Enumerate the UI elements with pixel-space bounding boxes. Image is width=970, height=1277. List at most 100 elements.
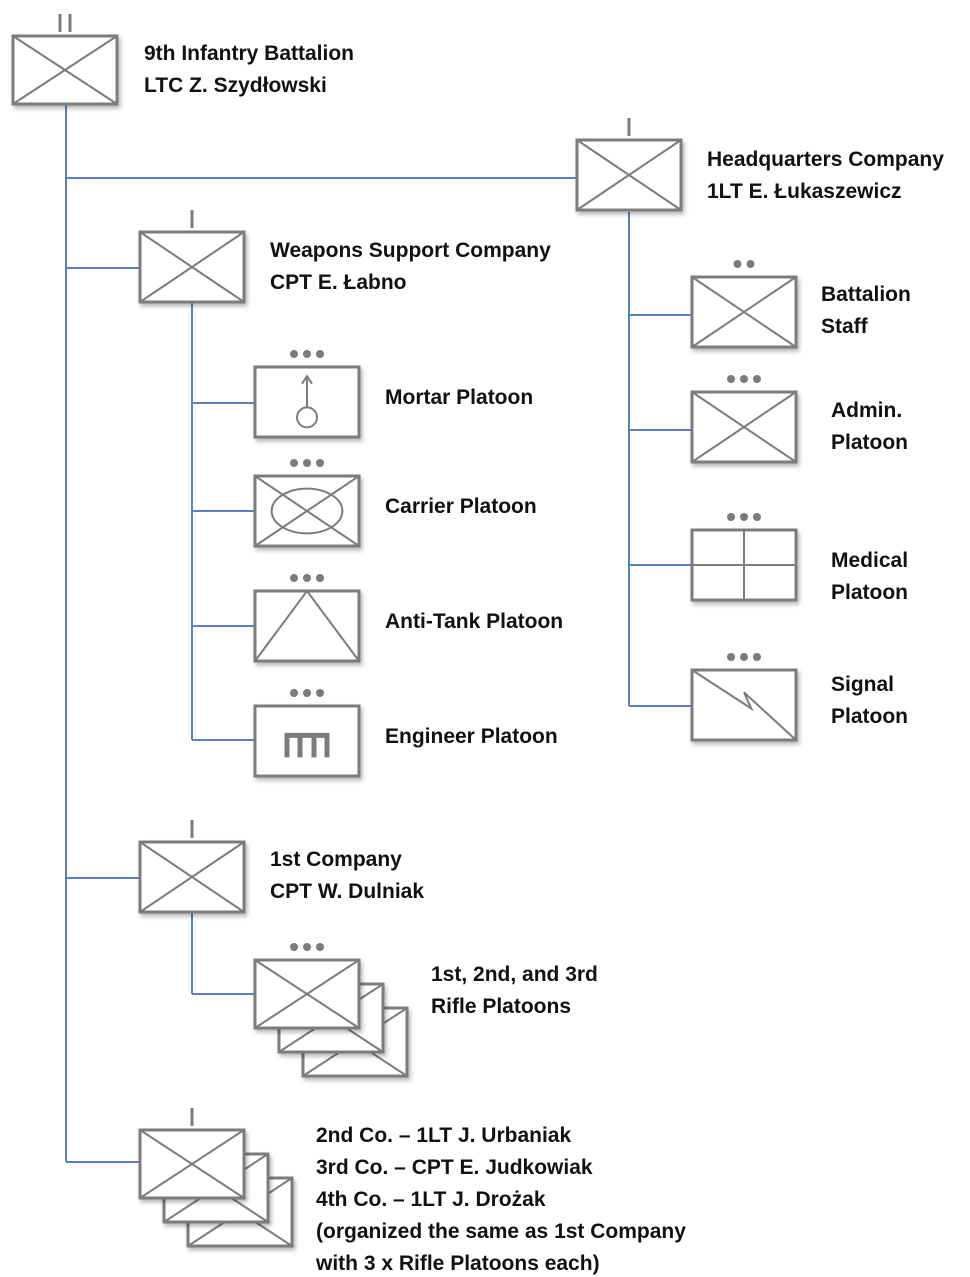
label-line: (organized the same as 1st Company — [316, 1220, 686, 1243]
hq-platoon-unit-1 — [690, 375, 798, 464]
unit-frame — [253, 474, 361, 548]
frame-rect — [253, 704, 361, 778]
infantry-cross-line — [254, 475, 360, 547]
unit-frame — [138, 1128, 246, 1200]
echelon-dot — [303, 943, 311, 951]
engineer-bridge-glyph — [284, 732, 330, 758]
echelon-dot — [733, 260, 742, 268]
echelon-dot — [727, 653, 735, 661]
unit-frame — [11, 34, 119, 106]
label-line: Medical — [831, 549, 908, 572]
infantry-cross-line — [12, 35, 118, 105]
first-company-unit — [138, 820, 246, 914]
hq-platoon-unit-3 — [690, 653, 798, 742]
echelon-dot — [290, 350, 298, 358]
label-line: Platoon — [831, 431, 908, 454]
weapons-company-unit — [138, 210, 246, 304]
infantry-cross-line — [139, 231, 245, 303]
echelon-dot — [290, 943, 298, 951]
label-line: 4th Co. – 1LT J. Drożak — [316, 1188, 546, 1211]
connector-lines — [65, 104, 692, 1163]
hq-platoon-unit-2 — [690, 513, 798, 602]
echelon-dot — [727, 375, 735, 383]
label-line: 9th Infantry Battalion — [144, 42, 354, 65]
weapons-platoon-unit-3 — [253, 689, 361, 778]
echelon-dot — [316, 689, 324, 697]
echelon-dot — [303, 689, 311, 697]
unit-frame — [690, 390, 798, 464]
label-line: Battalion — [821, 283, 911, 306]
label-line: Signal — [831, 673, 894, 696]
unit-label: Headquarters Company 1LT E. Łukaszewicz — [707, 148, 944, 203]
label-line: 1st, 2nd, and 3rd — [431, 963, 598, 986]
echelon-dot — [303, 350, 311, 358]
signal-lightning-line — [691, 669, 797, 741]
mortar-arrowhead — [301, 374, 313, 385]
echelon-dot — [316, 350, 324, 358]
label-line: Staff — [821, 315, 869, 338]
anti-tank-chevron — [254, 589, 360, 662]
infantry-cross-line — [576, 139, 682, 211]
label-line: Platoon — [831, 581, 908, 604]
weapons-platoon-unit-2 — [253, 574, 361, 663]
unit-frame — [253, 365, 361, 439]
echelon-dot — [290, 689, 298, 697]
label-line: Headquarters Company — [707, 148, 944, 171]
other-companies-unit — [138, 1108, 294, 1248]
label-line: CPT W. Dulniak — [270, 880, 424, 903]
echelon-dot — [290, 459, 298, 467]
echelon-dot — [740, 513, 748, 521]
echelon-dot — [746, 260, 755, 268]
echelon-dot — [753, 653, 761, 661]
label-line: 1LT E. Łukaszewicz — [707, 180, 902, 203]
unit-frame — [690, 275, 798, 349]
label-line: 1st Company — [270, 848, 402, 871]
unit-frame — [253, 958, 361, 1030]
echelon-dot — [316, 574, 324, 582]
units — [11, 14, 798, 1248]
label-line: CPT E. Łabno — [270, 271, 407, 294]
unit-frame — [138, 230, 246, 304]
frame-rect — [253, 589, 361, 663]
unit-label: Anti-Tank Platoon — [385, 610, 563, 633]
unit-frame — [575, 138, 683, 212]
infantry-cross-line — [691, 391, 797, 463]
echelon-dot — [316, 459, 324, 467]
unit-label: Engineer Platoon — [385, 725, 558, 748]
label-line: Rifle Platoons — [431, 995, 571, 1018]
armor-ellipse — [270, 487, 344, 535]
label-line: Engineer Platoon — [385, 725, 558, 748]
weapons-platoon-unit-0 — [253, 350, 361, 439]
unit-label: Carrier Platoon — [385, 495, 537, 518]
echelon-dot — [303, 574, 311, 582]
label-line: Anti-Tank Platoon — [385, 610, 563, 633]
label-line: Carrier Platoon — [385, 495, 537, 518]
echelon-dot — [303, 459, 311, 467]
unit-frame — [253, 589, 361, 663]
echelon-dot — [290, 574, 298, 582]
unit-frame — [690, 528, 798, 602]
unit-frame — [138, 840, 246, 914]
echelon-dot — [316, 943, 324, 951]
unit-label: Mortar Platoon — [385, 386, 533, 409]
weapons-platoon-unit-1 — [253, 459, 361, 548]
unit-frame — [690, 668, 798, 742]
echelon-dot — [727, 513, 735, 521]
rifle-platoons-unit — [253, 943, 409, 1078]
label-line: 2nd Co. – 1LT J. Urbaniak — [316, 1124, 571, 1147]
hq-platoon-unit-0 — [690, 260, 798, 349]
infantry-cross-line — [139, 1129, 245, 1199]
battalion-unit — [11, 14, 119, 106]
label-line: Weapons Support Company — [270, 239, 551, 262]
hq-company-unit — [575, 118, 683, 212]
echelon-dot — [753, 375, 761, 383]
